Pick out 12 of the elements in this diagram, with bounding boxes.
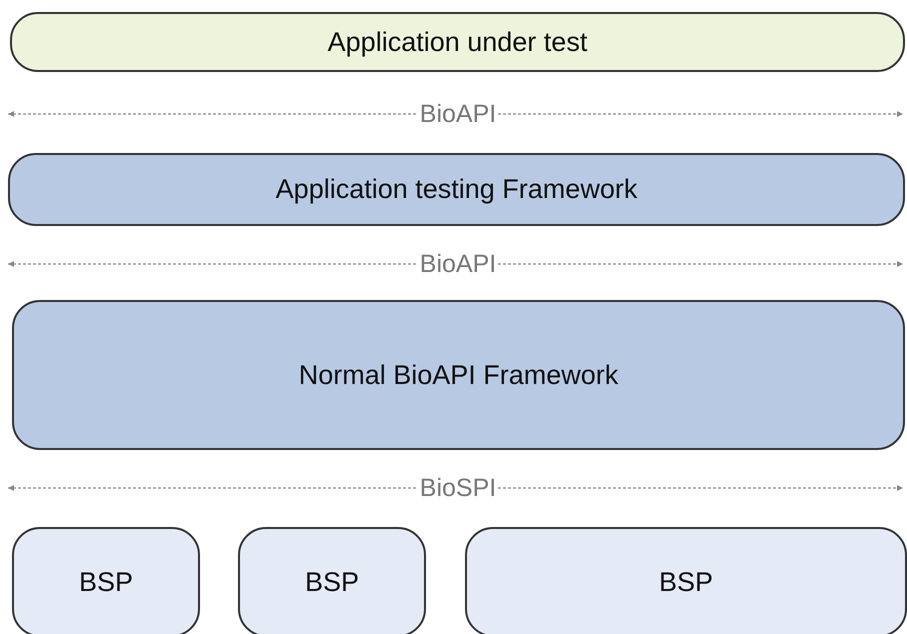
module-box — [465, 527, 907, 634]
node-label: BSP — [658, 566, 714, 598]
module-box — [12, 527, 200, 634]
node-label: Normal BioAPI Framework — [298, 360, 618, 390]
module-box — [238, 527, 426, 634]
framework-box — [12, 300, 905, 450]
node-label: BSP — [304, 566, 360, 598]
framework-box — [8, 153, 905, 226]
node-label: BSP — [78, 566, 134, 598]
node-label: Application under test — [328, 26, 588, 58]
application-box — [10, 12, 905, 72]
node-label: Application testing Framework — [276, 174, 638, 205]
